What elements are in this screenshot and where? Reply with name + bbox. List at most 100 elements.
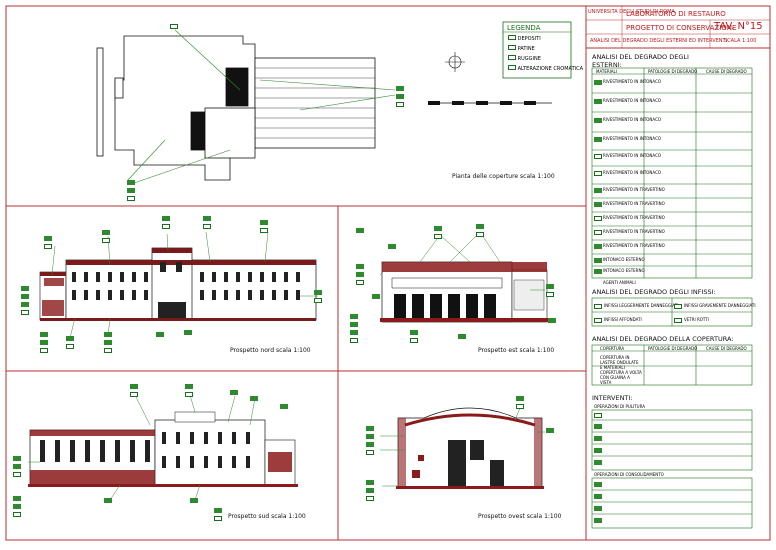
tag	[594, 304, 602, 309]
east-caption: Prospetto est scala 1:100	[478, 347, 555, 354]
tag	[260, 220, 268, 225]
infissi-item: INFISSI GRAVEMENTE DANNEGGIATI	[684, 303, 756, 308]
esterni-row: RIVESTIMENTO IN TRAVERTINO	[603, 187, 665, 192]
tag	[214, 516, 222, 521]
tag	[350, 330, 358, 335]
tag	[21, 294, 29, 299]
legend-item: ALTERAZIONE CROMATICA	[508, 65, 583, 72]
legend-item: RUGGINE	[508, 55, 541, 62]
tag	[21, 286, 29, 291]
tag	[260, 228, 268, 233]
esterni-row: RIVESTIMENTO IN TRAVERTINO	[603, 229, 665, 234]
tag	[594, 448, 602, 453]
tag	[250, 396, 258, 401]
esterni-row: INTONACO ESTERNO	[603, 268, 645, 273]
north-elevation	[39, 247, 317, 321]
tag	[350, 322, 358, 327]
tag	[102, 238, 110, 243]
tag	[356, 272, 364, 277]
tag	[396, 94, 404, 99]
interventi-table	[591, 409, 753, 529]
tag	[366, 496, 374, 501]
scale-bar	[428, 101, 552, 105]
tag	[21, 302, 29, 307]
tag	[130, 384, 138, 389]
copertura-col-header: PATOLOGIE DI DEGRADO	[648, 346, 698, 351]
tag	[594, 258, 602, 263]
tag	[594, 424, 602, 429]
infissi-title: ANALISI DEL DEGRADO DEGLI INFISSI:	[592, 288, 716, 296]
tag	[13, 472, 21, 477]
tag	[156, 332, 164, 337]
tag	[476, 232, 484, 237]
sheet-frame	[5, 5, 771, 541]
esterni-table	[591, 67, 753, 279]
scale-label: SCALA 1:100	[724, 38, 757, 44]
tag	[594, 269, 602, 274]
tag	[350, 314, 358, 319]
tag	[594, 436, 602, 441]
tag	[366, 480, 374, 485]
tag	[185, 384, 193, 389]
tag	[66, 344, 74, 349]
tag	[127, 180, 135, 185]
tag	[594, 80, 602, 85]
west-elevation	[396, 407, 544, 489]
south-elevation	[28, 411, 298, 487]
tag	[516, 396, 524, 401]
tag	[162, 216, 170, 221]
tag	[434, 234, 442, 239]
west-caption: Prospetto ovest scala 1:100	[478, 513, 562, 520]
tag	[594, 230, 602, 235]
tag	[104, 498, 112, 503]
tag	[44, 244, 52, 249]
tag	[314, 298, 322, 303]
tag	[516, 404, 524, 409]
tag	[594, 171, 602, 176]
analysis-label: ANALISI DEL DEGRADO DEGLI ESTERNI ED INT…	[590, 38, 728, 44]
tag	[594, 318, 602, 323]
copertura-row: COPERTURA A VOLTA CON GUAINA A VISTA	[600, 370, 642, 385]
course-title: LABORATORIO DI RESTAURO	[626, 10, 726, 18]
copertura-table	[591, 344, 753, 386]
legend-title: LEGENDA	[507, 24, 541, 32]
esterni-row: AGENTI ANIMALI	[603, 280, 636, 285]
esterni-row: RIVESTIMENTO IN TRAVERTINO	[603, 201, 665, 206]
tag	[13, 504, 21, 509]
tag	[410, 330, 418, 335]
school-label: UNIVERSITA DEGLI STUDI DI ROMA	[588, 9, 675, 15]
tag	[366, 426, 374, 431]
interventi-subtitle-2: OPERAZIONI DI CONSOLIDAMENTO	[594, 472, 664, 477]
roof-plan-caption: Pianta delle coperture scala 1:100	[452, 173, 555, 180]
tag	[102, 230, 110, 235]
tag	[674, 318, 682, 323]
tag	[594, 460, 602, 465]
tag	[594, 413, 602, 418]
east-elevation	[380, 261, 550, 323]
tag	[546, 292, 554, 297]
tag	[594, 202, 602, 207]
tag	[314, 290, 322, 295]
copertura-col-header: COPERTURA	[600, 346, 625, 351]
tag	[388, 244, 396, 249]
esterni-col-header: CAUSE DI DEGRADO	[706, 69, 747, 74]
tag	[594, 518, 602, 523]
tag	[13, 464, 21, 469]
tag	[104, 332, 112, 337]
interventi-subtitle: OPERAZIONI DI PULITURA	[594, 404, 645, 409]
tag	[13, 512, 21, 517]
tag	[594, 482, 602, 487]
tag	[548, 318, 556, 323]
tag	[214, 508, 222, 513]
tag	[127, 196, 135, 201]
infissi-item: VETRI ROTTI	[684, 317, 709, 322]
tag	[594, 506, 602, 511]
tag	[594, 216, 602, 221]
esterni-title: ANALISI DEL DEGRADO DEGLI ESTERNI:	[592, 53, 689, 69]
tag	[40, 332, 48, 337]
esterni-row: RIVESTIMENTO IN INTONACO	[603, 79, 662, 84]
tag	[44, 236, 52, 241]
tag	[674, 304, 682, 309]
tag	[366, 442, 374, 447]
